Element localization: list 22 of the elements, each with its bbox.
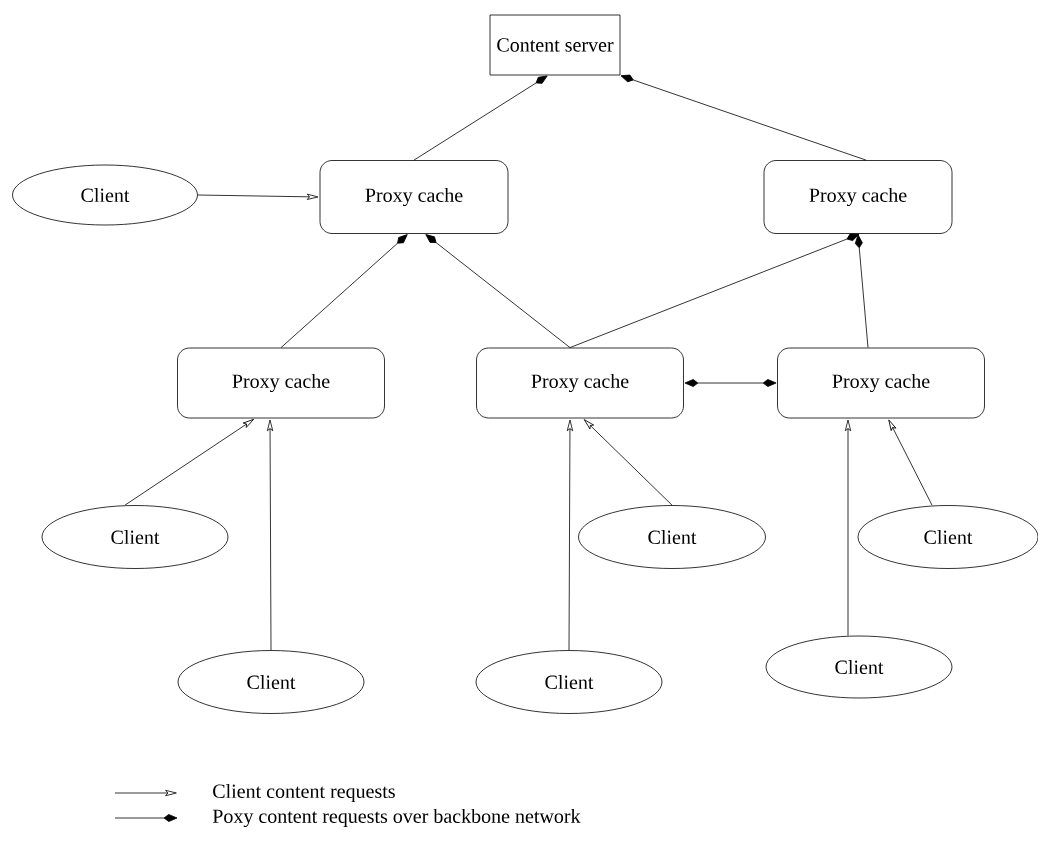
arrow — [425, 234, 571, 348]
process-box: Content server — [489, 14, 621, 76]
arrow — [566, 419, 574, 651]
rounded-box: Proxy cache — [476, 347, 684, 419]
arrow — [854, 234, 869, 348]
arrow — [124, 418, 255, 506]
arrow — [569, 233, 860, 348]
arrow — [266, 419, 274, 651]
rounded-box: Proxy cache — [319, 160, 509, 234]
legend-text: Poxy content requests over backbone network — [212, 808, 581, 828]
legend-text: Client content requests — [213, 783, 395, 803]
arrow — [280, 234, 408, 348]
arrow — [413, 75, 548, 161]
arrow — [583, 419, 673, 506]
arrow — [888, 419, 933, 506]
arrow — [620, 74, 867, 161]
rounded-box: Proxy cache — [777, 347, 985, 419]
rounded-box: Proxy cache — [177, 347, 385, 419]
rounded-box: Proxy cache — [763, 160, 953, 234]
arrow — [197, 193, 319, 200]
arrow — [844, 419, 852, 636]
arrow — [684, 379, 777, 387]
